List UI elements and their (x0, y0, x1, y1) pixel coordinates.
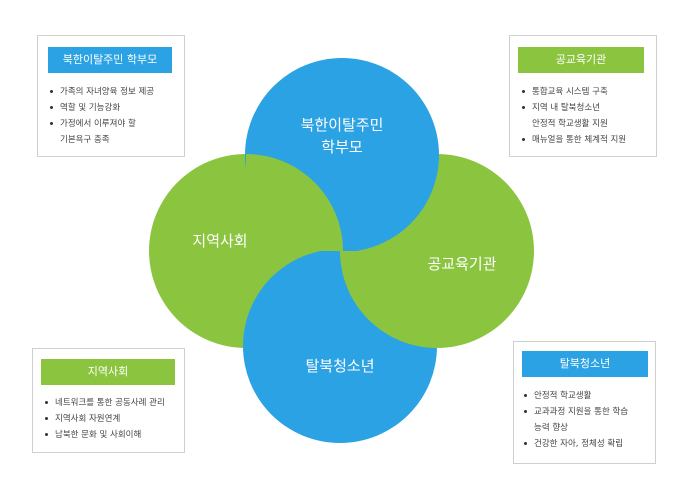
list-item: 건강한 자아, 정체성 확립 (522, 436, 628, 452)
list-item-text: 지역사회 자원연계 (55, 414, 121, 424)
list-item-text: 지역 내 탈북청소년 (532, 103, 600, 113)
top-circle-label-line2: 학부모 (321, 138, 363, 156)
top-circle-label-line1: 북한이탈주민 (300, 116, 384, 134)
card-community-list: 네트워크를 통한 공동사례 관리 지역사회 자원연계 남북한 문화 및 사회이해 (43, 395, 165, 443)
list-item-text: 안정적 학교생활 (534, 391, 592, 401)
list-item-text: 가족의 자녀양육 정보 제공 (60, 87, 155, 97)
list-item-text: 통합교육 시스템 구축 (532, 87, 608, 97)
list-item: 안정적 학교생활 (522, 388, 628, 404)
card-parents: 북한이탈주민 학부모 가족의 자녀양육 정보 제공 역할 및 기능강화 가정에서… (37, 35, 185, 157)
list-item: 매뉴얼을 통한 체계적 지원 (520, 132, 626, 148)
list-item-text: 건강한 자아, 정체성 확립 (534, 439, 624, 449)
list-item: 통합교육 시스템 구축 (520, 84, 626, 100)
list-item-text: 역할 및 기능강화 (60, 103, 121, 113)
list-item-text: 가정에서 이루져야 할 (60, 119, 136, 129)
top-circle-label: 북한이탈주민 학부모 (301, 114, 384, 158)
list-item: 네트워크를 통한 공동사례 관리 (43, 395, 165, 411)
bottom-circle-label: 탈북청소년 (305, 357, 375, 375)
right-circle-label: 공교육기관 (427, 255, 497, 273)
left-circle-label: 지역사회 (192, 232, 248, 250)
list-item: 역할 및 기능강화 (48, 100, 154, 116)
list-item-text: 매뉴얼을 통한 체계적 지원 (532, 135, 627, 145)
card-parents-title: 북한이탈주민 학부모 (48, 47, 172, 73)
list-item-text-line2: 안정적 학교생활 지원 (532, 119, 608, 129)
list-item: 가족의 자녀양육 정보 제공 (48, 84, 154, 100)
right-circle-overlap (340, 251, 437, 348)
card-youth-title: 탈북청소년 (522, 351, 648, 377)
list-item-text: 네트워크를 통한 공동사례 관리 (55, 398, 165, 408)
card-community-title: 지역사회 (41, 359, 175, 385)
list-item-text: 교과과정 지원을 통한 학습 (534, 407, 629, 417)
card-community: 지역사회 네트워크를 통한 공동사례 관리 지역사회 자원연계 남북한 문화 및… (32, 348, 185, 453)
card-public-education-title: 공교육기관 (518, 47, 644, 73)
list-item-text-line2: 능력 향상 (534, 423, 568, 433)
left-circle-overlap (246, 154, 343, 251)
list-item-text: 남북한 문화 및 사회이해 (55, 430, 142, 440)
list-item: 지역사회 자원연계 (43, 411, 165, 427)
list-item: 남북한 문화 및 사회이해 (43, 427, 165, 443)
list-item-text-line2: 기본욕구 충족 (60, 135, 110, 145)
